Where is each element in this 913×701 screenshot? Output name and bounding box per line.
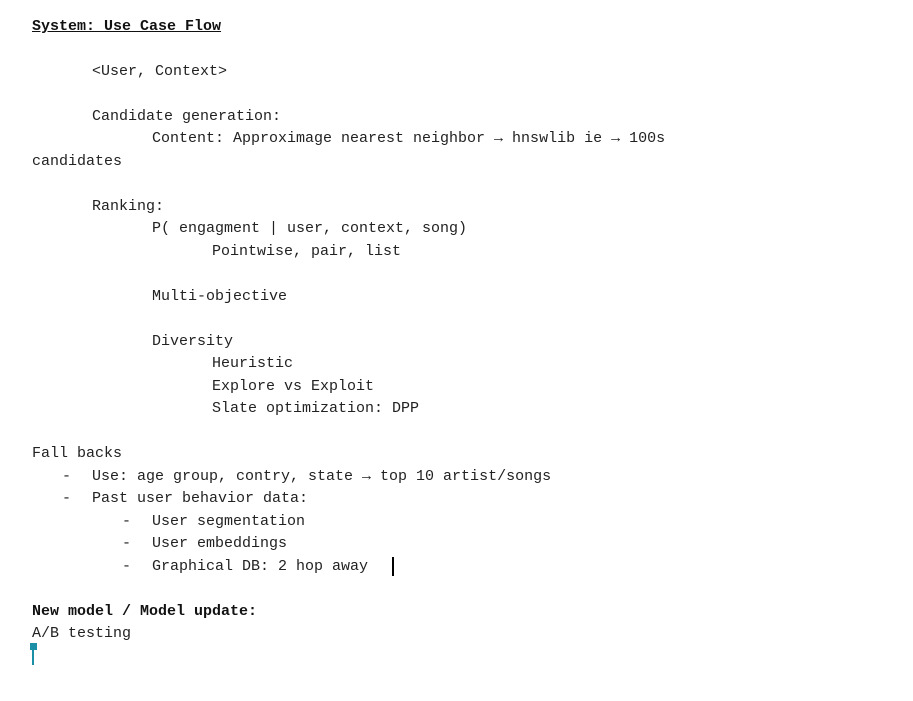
input-signature: <User, Context> <box>92 63 228 80</box>
model-update-heading: New model / Model update: <box>32 603 258 620</box>
ranking-heading: Ranking: <box>92 198 165 215</box>
text-cursor[interactable] <box>32 648 34 665</box>
diversity-heading: Diversity <box>152 333 234 350</box>
document-title: System: Use Case Flow <box>32 18 222 35</box>
candidate-content-line: Content: Approximage nearest neighbor → … <box>152 130 666 147</box>
fallbacks-heading: Fall backs <box>32 445 123 462</box>
diversity-item: Explore vs Exploit <box>212 378 375 395</box>
past-behavior-item: User embeddings <box>152 535 288 552</box>
candidate-generation-heading: Candidate generation: <box>92 108 282 125</box>
multi-objective-line: Multi-objective <box>152 288 288 305</box>
bullet-dash: - <box>122 558 132 575</box>
cursor-handle-icon[interactable] <box>30 643 37 650</box>
ranking-probability: P( engagment | user, context, song) <box>152 220 468 237</box>
bullet-dash: - <box>62 490 72 507</box>
past-behavior-item: Graphical DB: 2 hop away <box>152 558 369 575</box>
fallback-item: Use: age group, contry, state → top 10 a… <box>92 468 552 485</box>
diversity-item: Heuristic <box>212 355 294 372</box>
ranking-types: Pointwise, pair, list <box>212 243 402 260</box>
bullet-dash: - <box>62 468 72 485</box>
text-caret <box>392 557 394 576</box>
past-behavior-item: User segmentation <box>152 513 306 530</box>
bullet-dash: - <box>122 535 132 552</box>
fallback-item: Past user behavior data: <box>92 490 309 507</box>
candidate-content-wrap: candidates <box>32 153 123 170</box>
diversity-item: Slate optimization: DPP <box>212 400 420 417</box>
bullet-dash: - <box>122 513 132 530</box>
model-update-text: A/B testing <box>32 625 132 642</box>
